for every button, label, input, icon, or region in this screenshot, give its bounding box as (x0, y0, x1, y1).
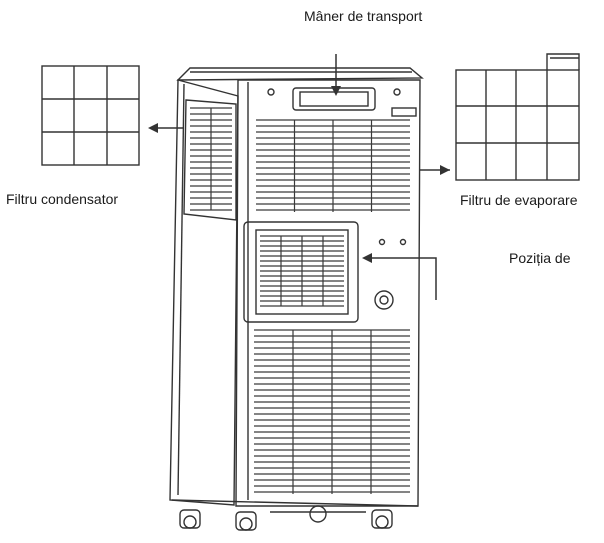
unit-body (169, 67, 424, 507)
filter-holder (243, 221, 359, 323)
side-filter-window (183, 99, 237, 221)
label-carry-handle: Mâner de transport (304, 8, 423, 24)
leader-lines (148, 54, 450, 300)
label-evaporator-filter: Filtru de evaporare (460, 192, 578, 208)
label-condenser-filter: Filtru condensator (6, 191, 119, 207)
label-position: Poziția de (509, 250, 571, 266)
caster-wheels (171, 499, 419, 531)
grille-slats (190, 107, 410, 494)
condenser-filter-grid (41, 65, 140, 166)
evaporator-filter-grid (455, 53, 580, 181)
